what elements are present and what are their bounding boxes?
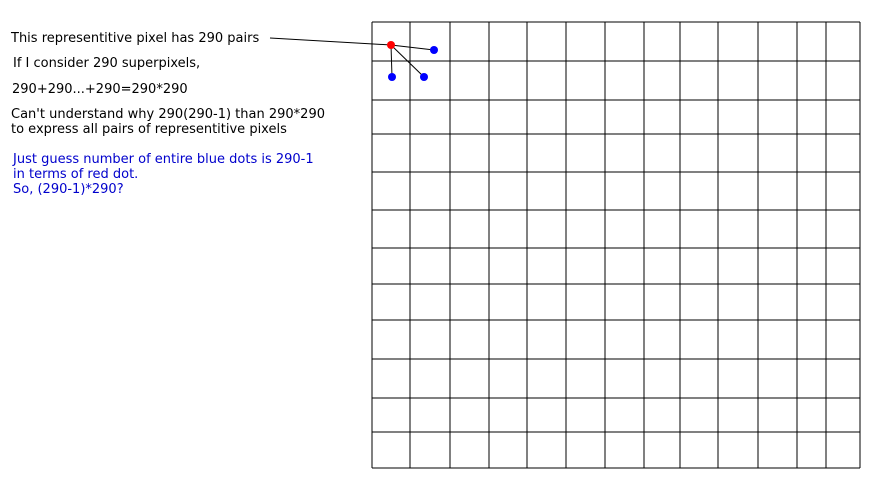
pair-line (390, 44, 425, 78)
note-question-line1: Can't understand why 290(290-1) than 290… (11, 107, 325, 122)
blue-dot (420, 73, 428, 81)
blue-dot (388, 73, 396, 81)
guess-line3: So, (290-1)*290? (13, 182, 124, 197)
pair-line (390, 44, 393, 78)
blue-dot (430, 46, 438, 54)
red-dot (387, 41, 395, 49)
guess-line1: Just guess number of entire blue dots is… (13, 152, 314, 167)
superpixel-grid (371, 21, 861, 469)
note-pairs: This representitive pixel has 290 pairs (11, 31, 260, 46)
note-sum: 290+290...+290=290*290 (12, 82, 188, 97)
pair-line (390, 44, 435, 51)
guess-line2: in terms of red dot. (13, 167, 139, 182)
note-question-line2: to express all pairs of representitive p… (11, 122, 287, 137)
note-superpixels: If I consider 290 superpixels, (13, 56, 201, 71)
pointer-line (269, 37, 392, 46)
